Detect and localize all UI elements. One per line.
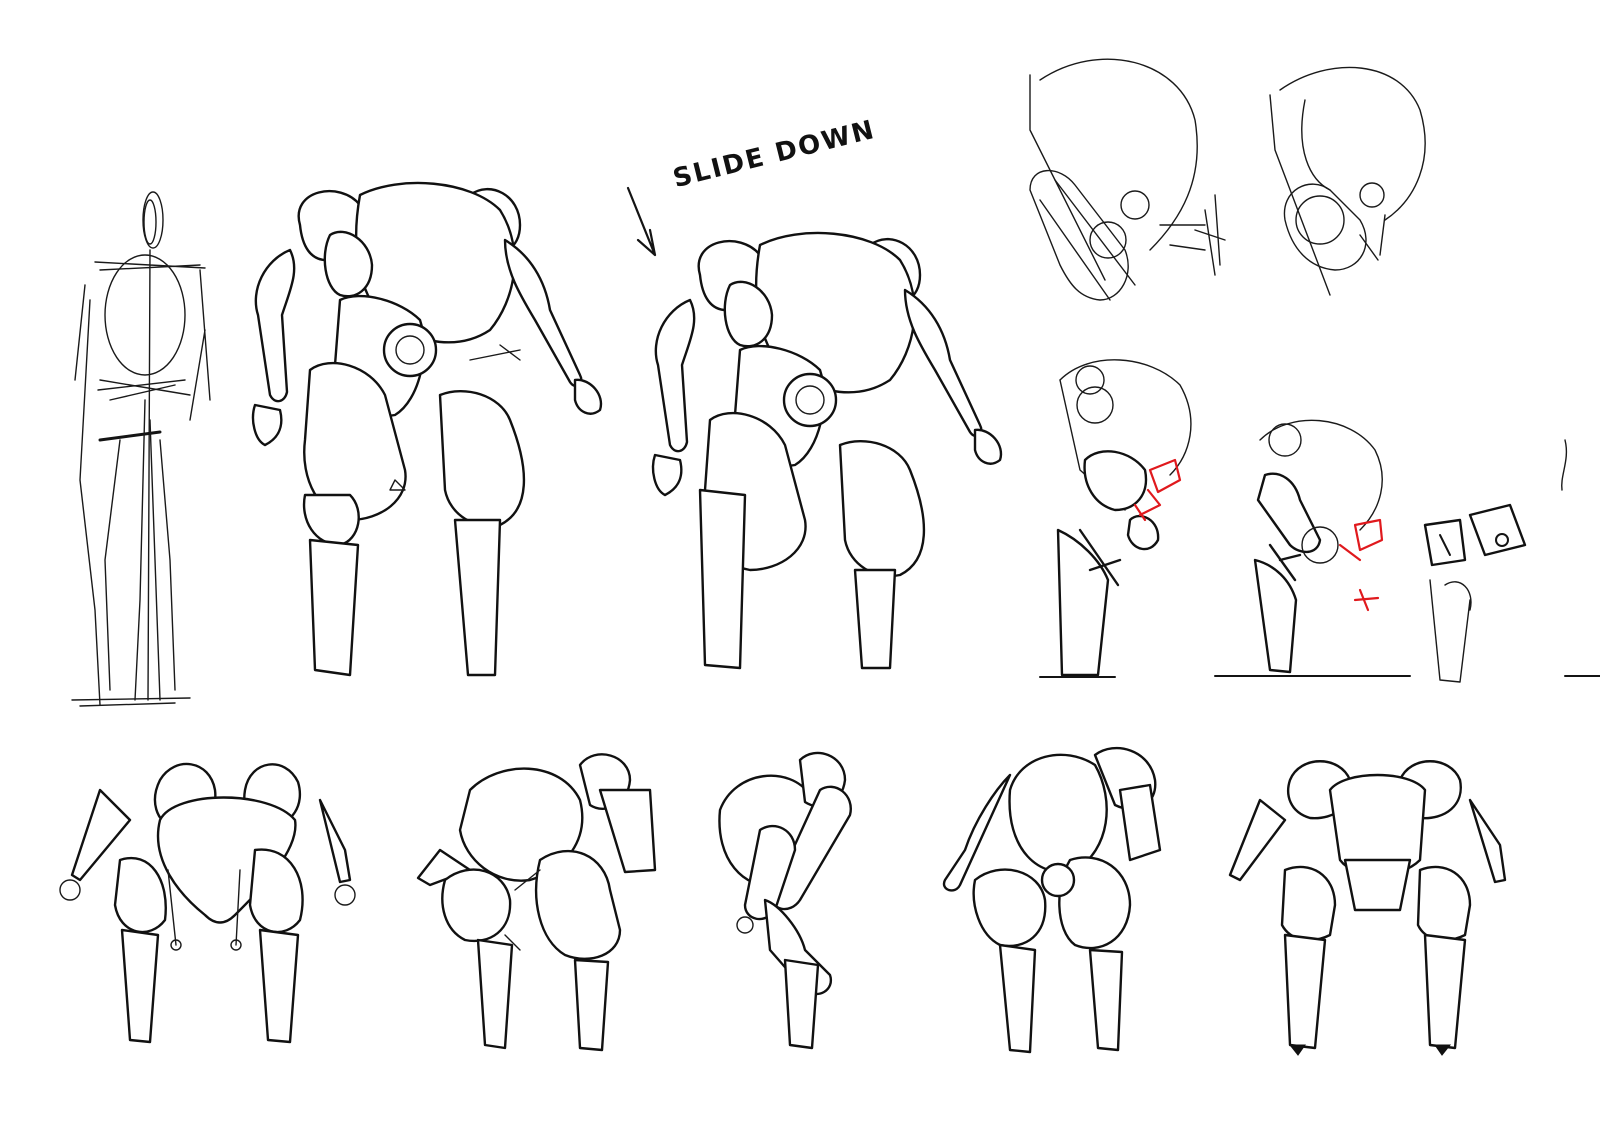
turnaround-side <box>718 751 852 1050</box>
side-construction-sketch-1 <box>1029 58 1226 301</box>
ground-line <box>1039 675 1600 678</box>
side-pose-sketch-2 <box>1253 419 1384 674</box>
turnaround-front-three-quarter <box>416 753 657 1052</box>
turnaround-back <box>1228 760 1507 1056</box>
turnaround-front <box>59 762 356 1044</box>
side-construction-sketch-2 <box>1269 66 1426 296</box>
robot-sketch-front-1 <box>251 181 603 677</box>
side-pose-sketch-3 <box>1423 439 1568 683</box>
arrow-down-icon <box>626 186 657 257</box>
side-pose-sketch-1 <box>1056 359 1192 677</box>
gesture-sketch <box>71 191 211 707</box>
robot-sketch-front-2 <box>651 231 1003 670</box>
slide-down-annotation: SLIDE DOWN <box>650 115 879 275</box>
turnaround-back-three-quarter <box>942 746 1162 1054</box>
